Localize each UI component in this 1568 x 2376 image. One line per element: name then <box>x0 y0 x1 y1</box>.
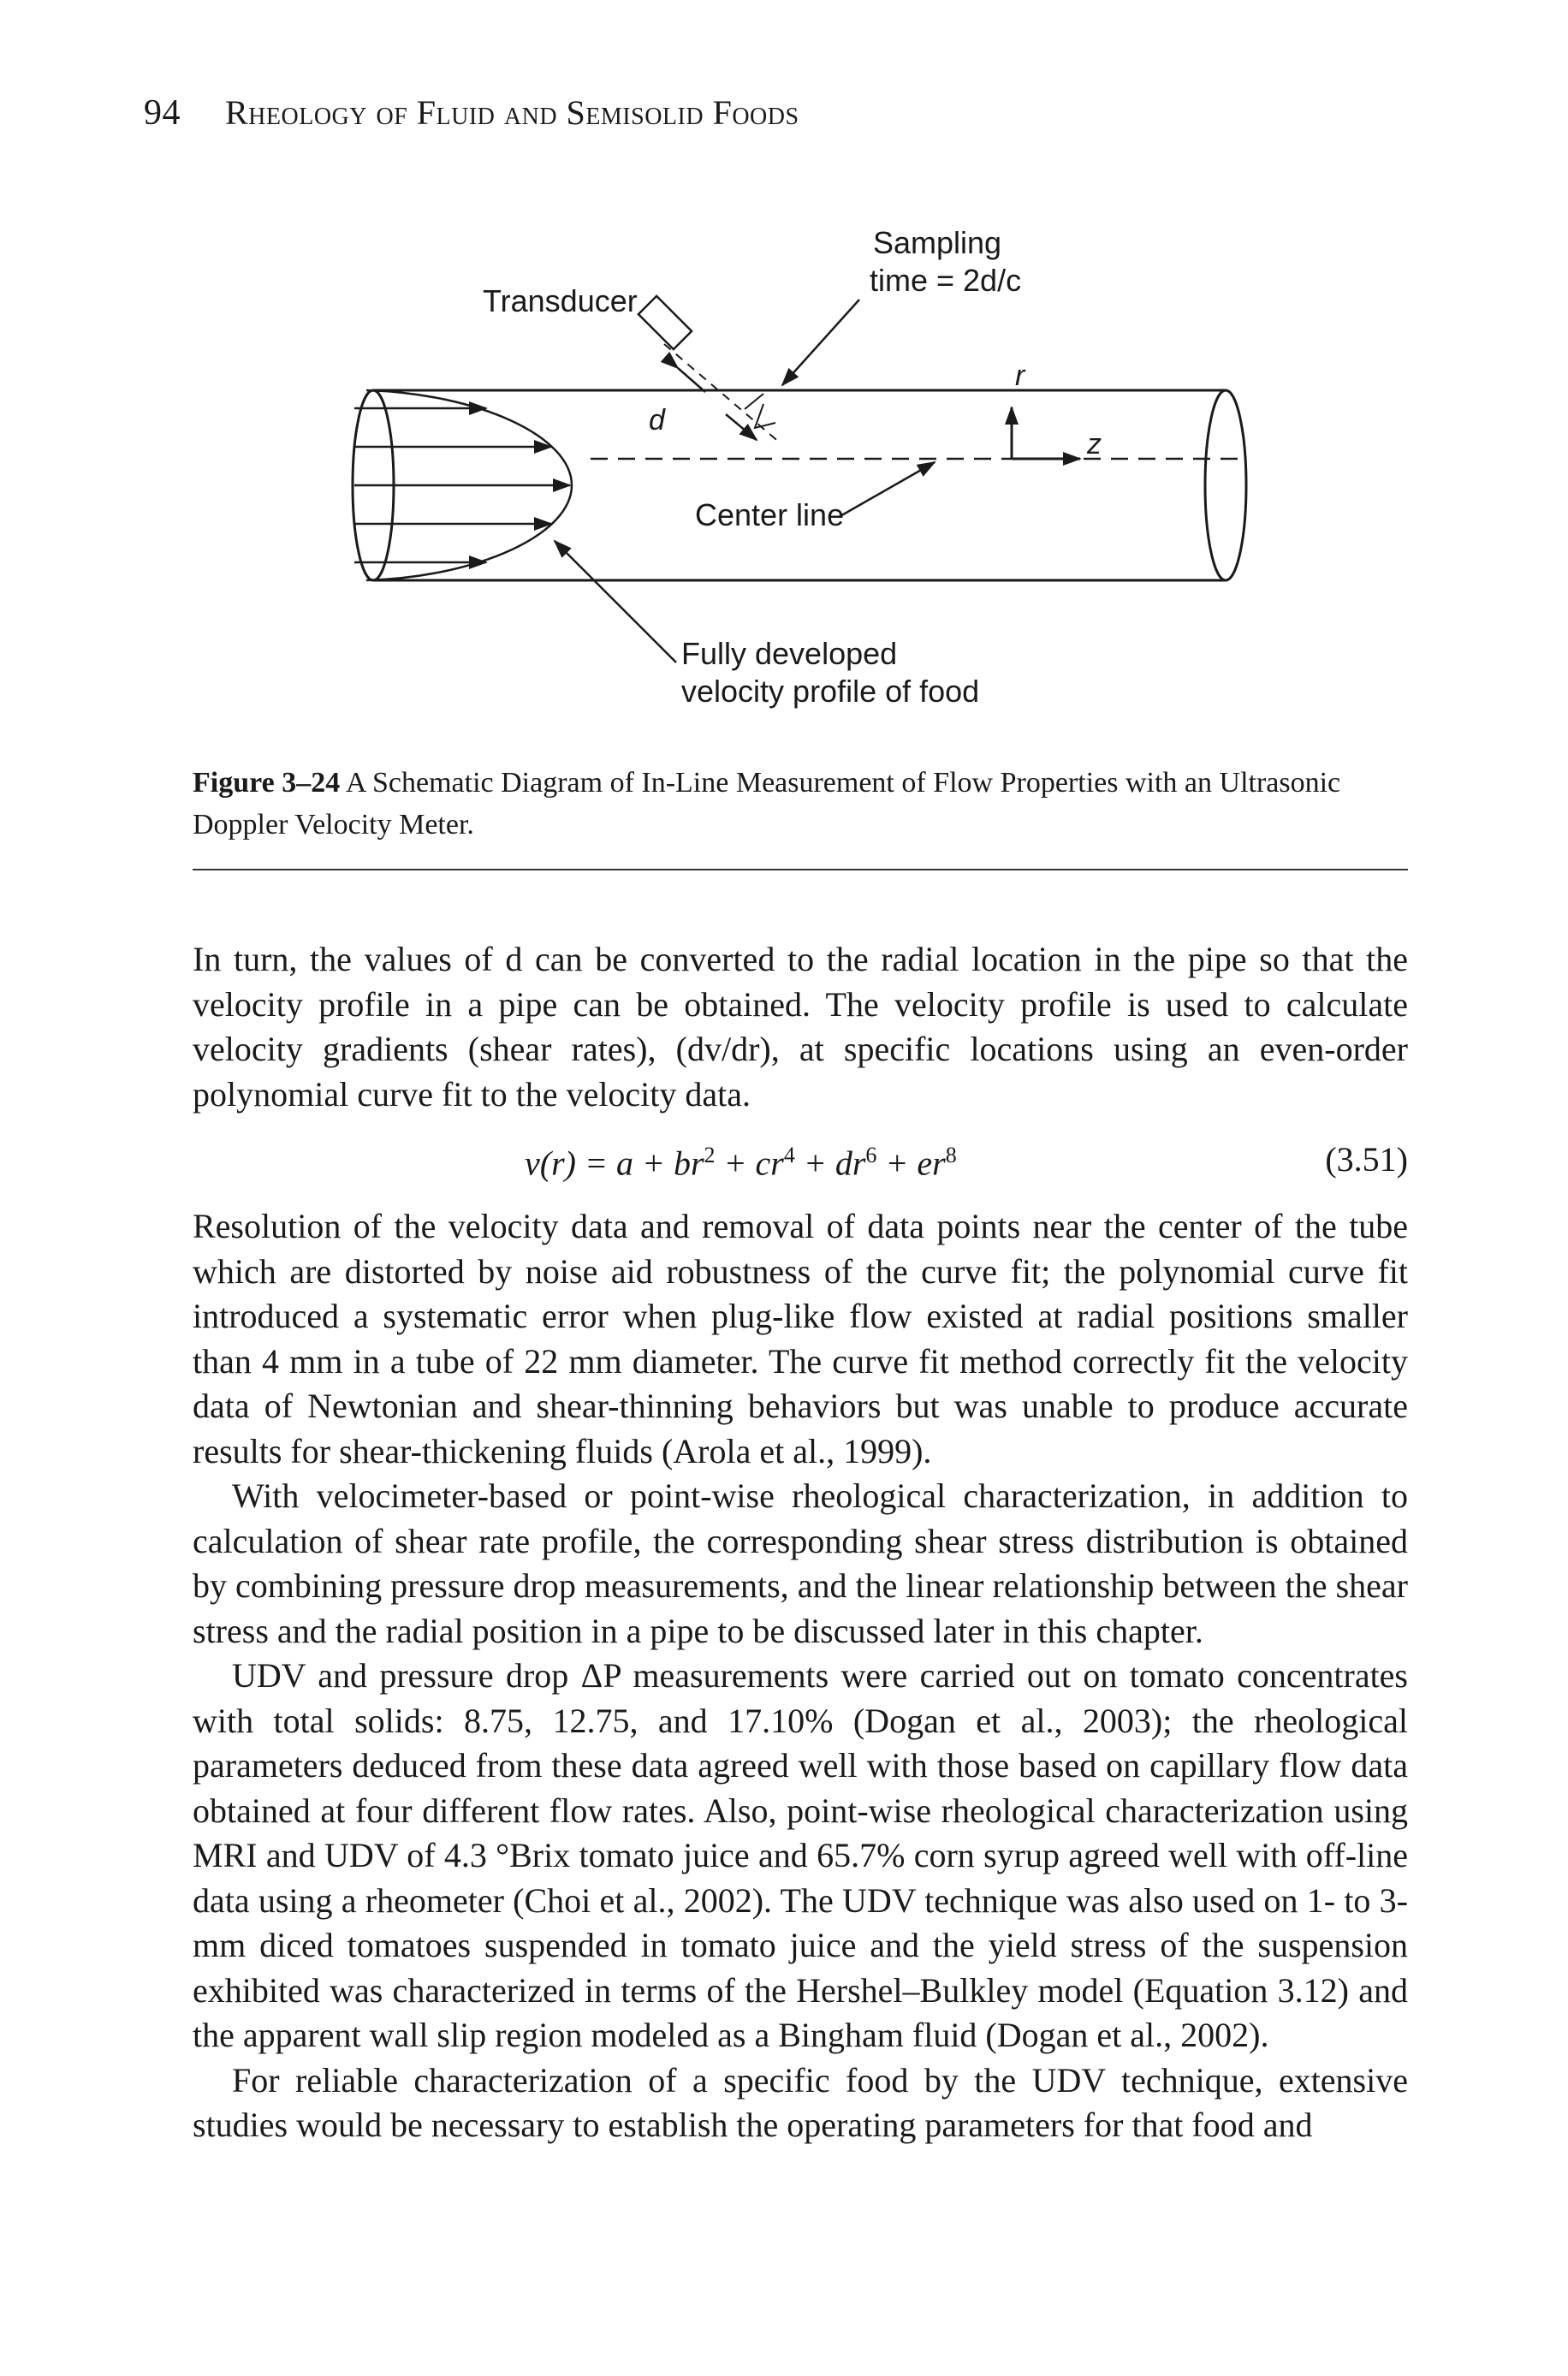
equation-3-51: v(r) = a + br2 + cr4 + dr6 + er8 (3.51) <box>193 1119 1408 1201</box>
label-profile-1: Fully developed <box>681 636 897 671</box>
figure-caption: Figure 3–24 A Schematic Diagram of In-Li… <box>193 762 1408 846</box>
body-text: In turn, the values of d can be converte… <box>193 937 1408 2148</box>
equation-number: (3.51) <box>1325 1139 1408 1179</box>
label-sampling-time: time = 2d/c <box>870 263 1021 298</box>
centerline-pointer <box>838 460 936 519</box>
equation-math: v(r) = a + br2 + cr4 + dr6 + er8 <box>525 1143 957 1183</box>
velocity-profile <box>354 389 573 582</box>
sampling-pointer <box>781 299 860 387</box>
paragraph: In turn, the values of d can be converte… <box>193 940 1408 1114</box>
label-d: d <box>649 404 666 437</box>
label-z: z <box>1086 428 1102 460</box>
coordinate-axes <box>1005 406 1082 466</box>
equation-lhs: v(r) = a + br <box>525 1143 704 1183</box>
label-r: r <box>1015 359 1026 392</box>
running-title: Rheology of Fluid and Semisolid Foods <box>225 93 799 132</box>
paragraph: UDV and pressure drop ΔP measurements we… <box>193 1656 1408 2054</box>
caption-text: A Schematic Diagram of In-Line Measureme… <box>193 767 1341 841</box>
paragraph: With velocimeter-based or point-wise rhe… <box>193 1476 1408 1650</box>
running-header: 94 Rheology of Fluid and Semisolid Foods <box>144 92 799 134</box>
figure-udv-diagram: Transducer Sampling time = 2d/c d r z Ce… <box>0 0 1568 753</box>
paragraph: For reliable characterization of a speci… <box>193 2060 1408 2145</box>
label-centerline: Center line <box>695 497 844 532</box>
udv-schematic: Transducer Sampling time = 2d/c d r z Ce… <box>351 225 1248 709</box>
transducer-icon <box>637 294 781 444</box>
divider-rule <box>193 869 1408 870</box>
label-transducer: Transducer <box>483 283 638 318</box>
page-number: 94 <box>144 93 181 133</box>
label-sampling: Sampling <box>873 225 1001 260</box>
label-profile-2: velocity profile of food <box>681 674 979 709</box>
caption-label: Figure 3–24 <box>193 767 341 799</box>
paragraph: Resolution of the velocity data and remo… <box>193 1207 1408 1470</box>
profile-pointer <box>553 539 677 663</box>
